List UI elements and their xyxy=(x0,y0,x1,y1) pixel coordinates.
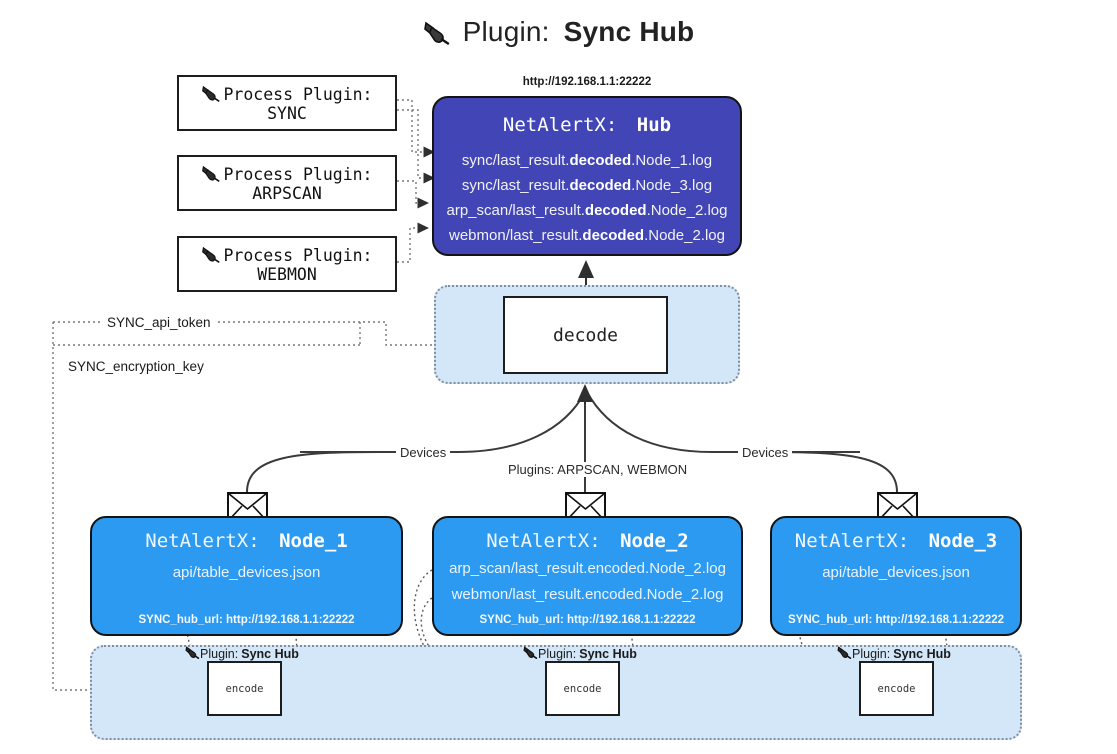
node-title-name: Node_3 xyxy=(928,530,998,552)
encode-plugin-label-3: Plugin: Sync Hub xyxy=(837,645,951,662)
plug-icon xyxy=(201,84,221,105)
encode-box-node-3[interactable]: encode xyxy=(859,661,934,716)
page-title-name: Sync Hub xyxy=(563,16,695,47)
hub-title-name: Hub xyxy=(636,114,672,136)
node-resource-list: arp_scan/last_result.encoded.Node_2.log … xyxy=(434,556,741,608)
hub-log-line: arp_scan/last_result.decoded.Node_2.log xyxy=(434,198,740,223)
process-plugin-name: SYNC xyxy=(267,104,307,123)
plug-icon xyxy=(523,645,538,662)
encode-box-node-1[interactable]: encode xyxy=(207,661,282,716)
node-title-name: Node_2 xyxy=(620,530,689,552)
process-plugin-name: WEBMON xyxy=(257,265,317,284)
hub-log-list: sync/last_result.decoded.Node_1.log sync… xyxy=(434,148,740,248)
node-resource: api/table_devices.json xyxy=(172,564,321,581)
log-pre: arp_scan/last_result. xyxy=(446,202,585,219)
process-plugin-sync[interactable]: Process Plugin: SYNC xyxy=(177,75,397,131)
hub-log-line: sync/last_result.decoded.Node_3.log xyxy=(434,173,740,198)
node-hub-url: SYNC_hub_url: http://192.168.1.1:22222 xyxy=(479,614,696,626)
node-box-node-1[interactable]: NetAlertX: Node_1 api/table_devices.json… xyxy=(90,516,403,636)
node-resource-list: api/table_devices.json xyxy=(92,560,401,586)
log-pre: sync/last_result. xyxy=(461,177,570,194)
encode-plugin-label-2: Plugin: Sync Hub xyxy=(523,645,637,662)
log-bold: decoded xyxy=(582,227,645,244)
log-post: .Node_2.log xyxy=(644,227,725,244)
node-title: NetAlertX: Node_2 xyxy=(434,530,741,552)
encode-label-prefix: Plugin: xyxy=(538,646,577,661)
node-title-prefix: NetAlertX: xyxy=(145,530,260,552)
process-plugin-label: Process Plugin: xyxy=(223,164,373,184)
log-post: .Node_1.log xyxy=(631,152,713,169)
encode-plugin-label-1: Plugin: Sync Hub xyxy=(185,645,299,662)
node-title: NetAlertX: Node_3 xyxy=(772,530,1020,552)
log-post: .Node_3.log xyxy=(631,177,713,194)
hub-node[interactable]: NetAlertX: Hub sync/last_result.decoded.… xyxy=(432,96,742,256)
process-plugin-label: Process Plugin: xyxy=(223,84,373,104)
hub-url-label: http://192.168.1.1:22222 xyxy=(522,76,652,88)
log-post: .Node_2.log xyxy=(646,202,728,219)
node-title-name: Node_1 xyxy=(279,530,348,552)
page-title: Plugin: Sync Hub xyxy=(0,16,1117,52)
encode-label-prefix: Plugin: xyxy=(200,646,239,661)
log-bold: decoded xyxy=(569,152,632,169)
edge-label-plugins: Plugins: ARPSCAN, WEBMON xyxy=(504,462,692,477)
node-resource: webmon/last_result.encoded.Node_2.log xyxy=(451,586,724,603)
log-bold: decoded xyxy=(584,202,647,219)
process-plugin-label: Process Plugin: xyxy=(223,245,373,265)
encode-label-prefix: Plugin: xyxy=(852,646,891,661)
process-plugin-arpscan[interactable]: Process Plugin: ARPSCAN xyxy=(177,155,397,211)
edge-label-devices-left: Devices xyxy=(396,445,451,460)
plug-icon xyxy=(201,245,221,266)
sync-api-token-label: SYNC_api_token xyxy=(103,315,215,330)
hub-title: NetAlertX: Hub xyxy=(434,114,740,136)
encode-label-name: Sync Hub xyxy=(893,646,951,661)
decode-box[interactable]: decode xyxy=(503,296,668,374)
log-pre: webmon/last_result. xyxy=(449,227,583,244)
node-resource: api/table_devices.json xyxy=(822,564,970,581)
hub-log-line: webmon/last_result.decoded.Node_2.log xyxy=(434,223,740,248)
node-resource: arp_scan/last_result.encoded.Node_2.log xyxy=(449,560,726,577)
plug-icon xyxy=(185,645,200,662)
node-title-prefix: NetAlertX: xyxy=(794,530,910,552)
sync-encryption-key-label: SYNC_encryption_key xyxy=(64,359,208,374)
encode-label-name: Sync Hub xyxy=(579,646,637,661)
plug-icon xyxy=(423,19,451,52)
process-plugin-name: ARPSCAN xyxy=(252,184,322,203)
node-title-prefix: NetAlertX: xyxy=(486,530,601,552)
plug-icon xyxy=(201,164,221,185)
log-bold: decoded xyxy=(569,177,632,194)
log-pre: sync/last_result. xyxy=(461,152,570,169)
process-plugin-webmon[interactable]: Process Plugin: WEBMON xyxy=(177,236,397,292)
page-title-prefix: Plugin: xyxy=(462,16,550,47)
node-box-node-2[interactable]: NetAlertX: Node_2 arp_scan/last_result.e… xyxy=(432,516,743,636)
node-title: NetAlertX: Node_1 xyxy=(92,530,401,552)
encode-box-node-2[interactable]: encode xyxy=(545,661,620,716)
hub-log-line: sync/last_result.decoded.Node_1.log xyxy=(434,148,740,173)
plug-icon xyxy=(837,645,852,662)
node-hub-url: SYNC_hub_url: http://192.168.1.1:22222 xyxy=(138,614,355,626)
node-resource-list: api/table_devices.json xyxy=(772,560,1020,586)
edge-label-devices-right: Devices xyxy=(738,445,793,460)
node-box-node-3[interactable]: NetAlertX: Node_3 api/table_devices.json… xyxy=(770,516,1022,636)
encode-label-name: Sync Hub xyxy=(241,646,299,661)
node-hub-url: SYNC_hub_url: http://192.168.1.1:22222 xyxy=(787,614,1005,626)
hub-title-prefix: NetAlertX: xyxy=(502,114,618,136)
